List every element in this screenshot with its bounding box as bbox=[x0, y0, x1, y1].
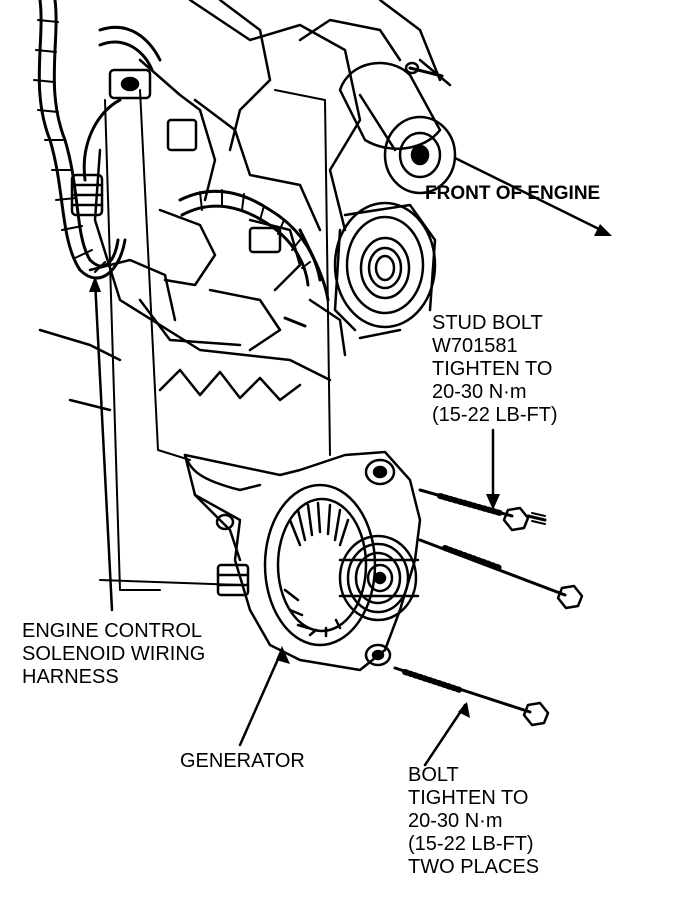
harness-connectors bbox=[70, 68, 282, 254]
harness-line-1: ENGINE CONTROL bbox=[22, 620, 203, 642]
bolt-line-4: (15-22 LB-FT) bbox=[408, 833, 534, 855]
engine-block bbox=[38, 0, 452, 412]
leader-lines bbox=[93, 156, 607, 767]
arrowheads bbox=[89, 224, 612, 718]
stud-bolt-line-4: 20-30 N·m bbox=[432, 381, 527, 403]
stud-bolt-line-5: (15-22 LB-FT) bbox=[432, 404, 558, 426]
bolt-line-2: TIGHTEN TO bbox=[408, 787, 529, 809]
generator bbox=[183, 450, 422, 672]
water-pump bbox=[333, 201, 437, 340]
generator-label: GENERATOR bbox=[180, 750, 305, 772]
harness-line-2: SOLENOID WIRING bbox=[22, 643, 206, 665]
assembly-guide-lines bbox=[99, 89, 331, 591]
harness-corrugation bbox=[33, 19, 311, 273]
long-bolt-upper bbox=[418, 538, 584, 610]
long-bolt-lower bbox=[393, 666, 550, 727]
front-of-engine-label: FRONT OF ENGINE bbox=[425, 183, 601, 204]
stud-bolt-line-3: TIGHTEN TO bbox=[432, 358, 553, 380]
stud-bolt bbox=[418, 488, 547, 532]
bolt-line-5: TWO PLACES bbox=[408, 856, 540, 878]
stud-bolt-callout: STUD BOLT W701581 TIGHTEN TO 20-30 N·m (… bbox=[432, 312, 558, 427]
harness-line-3: HARNESS bbox=[22, 666, 119, 688]
idler-pulley bbox=[338, 61, 457, 195]
bolt-line-3: 20-30 N·m bbox=[408, 810, 503, 832]
harness-callout: ENGINE CONTROL SOLENOID WIRING HARNESS bbox=[22, 620, 205, 689]
stud-bolt-line-2: W701581 bbox=[432, 335, 518, 357]
stud-bolt-line-1: STUD BOLT bbox=[432, 312, 543, 334]
bolt-line-1: BOLT bbox=[408, 764, 459, 786]
bolt-callout: BOLT TIGHTEN TO 20-30 N·m (15-22 LB-FT) … bbox=[408, 764, 539, 879]
